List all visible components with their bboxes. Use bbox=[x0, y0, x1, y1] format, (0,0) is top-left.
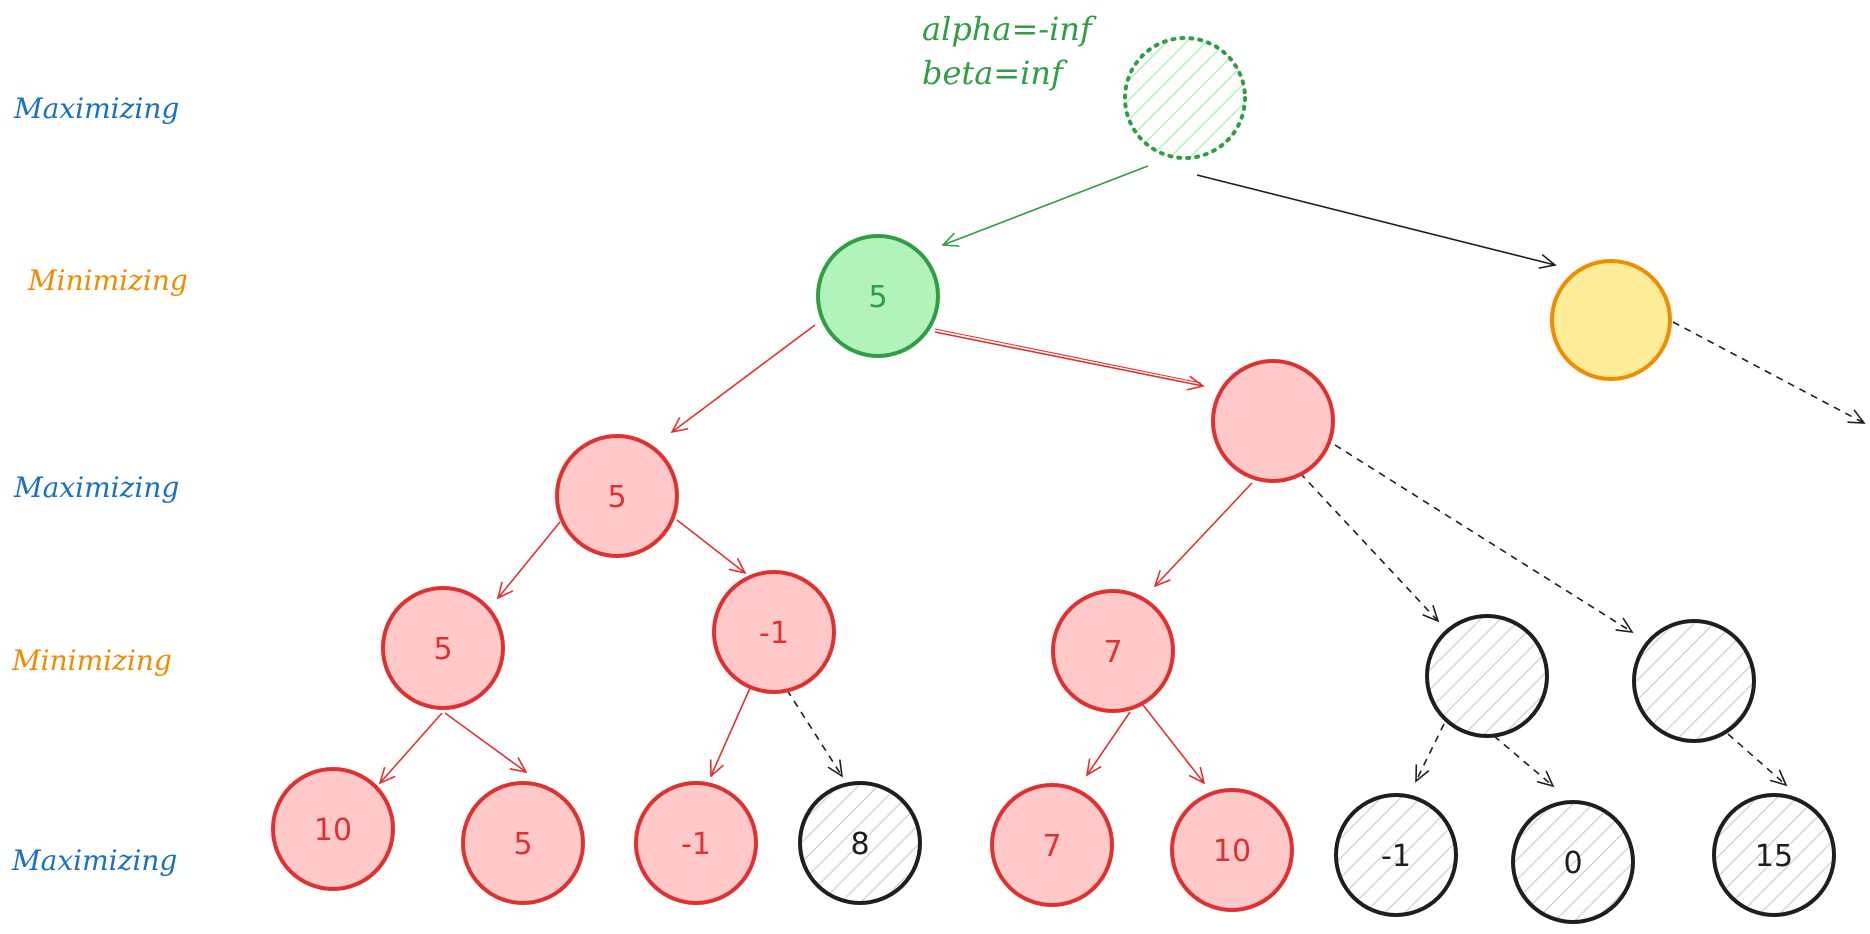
node-l4-i-value: 15 bbox=[1755, 839, 1793, 874]
node-l3-e bbox=[1632, 619, 1756, 743]
edge-l3b-l4c bbox=[709, 687, 751, 778]
node-l4-h-value: 0 bbox=[1563, 846, 1582, 881]
edge-l1right-offscreen bbox=[1672, 321, 1866, 424]
node-l4-b: 5 bbox=[461, 781, 585, 905]
node-l4-e: 7 bbox=[990, 783, 1114, 907]
node-l3-b-value: -1 bbox=[759, 616, 789, 651]
level-labels: Maximizing Minimizing Maximizing Minimiz… bbox=[11, 92, 188, 877]
edge-l3e-l4i bbox=[1727, 733, 1788, 787]
edge-l1left-l2b-double bbox=[934, 328, 1202, 384]
node-l3-a-value: 5 bbox=[433, 632, 452, 667]
edge-l2b-l3d bbox=[1299, 472, 1440, 623]
node-l4-d: 8 bbox=[798, 781, 922, 905]
node-l4-d-value: 8 bbox=[850, 827, 869, 862]
node-l1-right bbox=[1550, 259, 1672, 381]
node-l4-g: -1 bbox=[1334, 793, 1458, 917]
node-l1-left: 5 bbox=[816, 234, 940, 358]
node-l4-f-value: 10 bbox=[1213, 834, 1251, 869]
node-root bbox=[1123, 36, 1247, 160]
node-l4-c-value: -1 bbox=[681, 827, 711, 862]
edge-root-l1left bbox=[941, 165, 1149, 247]
node-l2-a-value: 5 bbox=[607, 480, 626, 515]
node-l3-d bbox=[1425, 614, 1549, 738]
level-label-5: Maximizing bbox=[11, 844, 177, 877]
edge-l3d-l4h bbox=[1493, 735, 1555, 788]
edge-l2a-l3b bbox=[676, 519, 747, 575]
level-label-4: Minimizing bbox=[11, 644, 172, 677]
node-l3-c: 7 bbox=[1051, 589, 1175, 713]
node-l4-a-value: 10 bbox=[314, 813, 352, 848]
node-l4-i: 15 bbox=[1712, 793, 1836, 917]
node-l3-b: -1 bbox=[712, 570, 836, 694]
node-l4-b-value: 5 bbox=[513, 827, 532, 862]
alpha-text: alpha=-inf bbox=[922, 10, 1097, 48]
edge-l2b-l3e bbox=[1334, 444, 1634, 634]
edge-root-l1right bbox=[1196, 174, 1557, 269]
beta-text: beta=inf bbox=[922, 54, 1068, 92]
edge-l3c-l4e bbox=[1085, 711, 1131, 777]
level-label-2: Minimizing bbox=[27, 264, 188, 297]
node-l2-a: 5 bbox=[555, 434, 679, 558]
node-l4-h: 0 bbox=[1511, 800, 1635, 924]
edge-l3a-l4a bbox=[378, 712, 443, 785]
edge-l1left-l2b bbox=[934, 331, 1205, 391]
edge-l3c-l4f bbox=[1142, 704, 1206, 785]
node-l4-c: -1 bbox=[634, 781, 758, 905]
edge-l2b-l3c bbox=[1153, 482, 1253, 588]
edges bbox=[378, 165, 1866, 788]
edge-l3d-l4g bbox=[1415, 723, 1445, 783]
nodes: 5 5 5 -1 7 bbox=[271, 36, 1836, 924]
node-l4-e-value: 7 bbox=[1042, 829, 1061, 864]
edge-l2a-l3a bbox=[496, 521, 561, 600]
edge-l1left-l2a bbox=[670, 324, 816, 434]
node-l4-a: 10 bbox=[271, 767, 395, 891]
node-l3-c-value: 7 bbox=[1103, 635, 1122, 670]
node-l2-b bbox=[1211, 359, 1335, 483]
node-l1-left-value: 5 bbox=[868, 280, 887, 315]
edge-l3a-l4b bbox=[444, 712, 528, 774]
level-label-3: Maximizing bbox=[13, 471, 179, 504]
edge-l3b-l4d bbox=[786, 689, 844, 778]
node-l3-a: 5 bbox=[381, 586, 505, 710]
level-label-1: Maximizing bbox=[13, 92, 179, 125]
alpha-beta-annotation: alpha=-inf beta=inf bbox=[922, 10, 1097, 92]
node-l4-f: 10 bbox=[1170, 788, 1294, 912]
node-l4-g-value: -1 bbox=[1381, 839, 1411, 874]
